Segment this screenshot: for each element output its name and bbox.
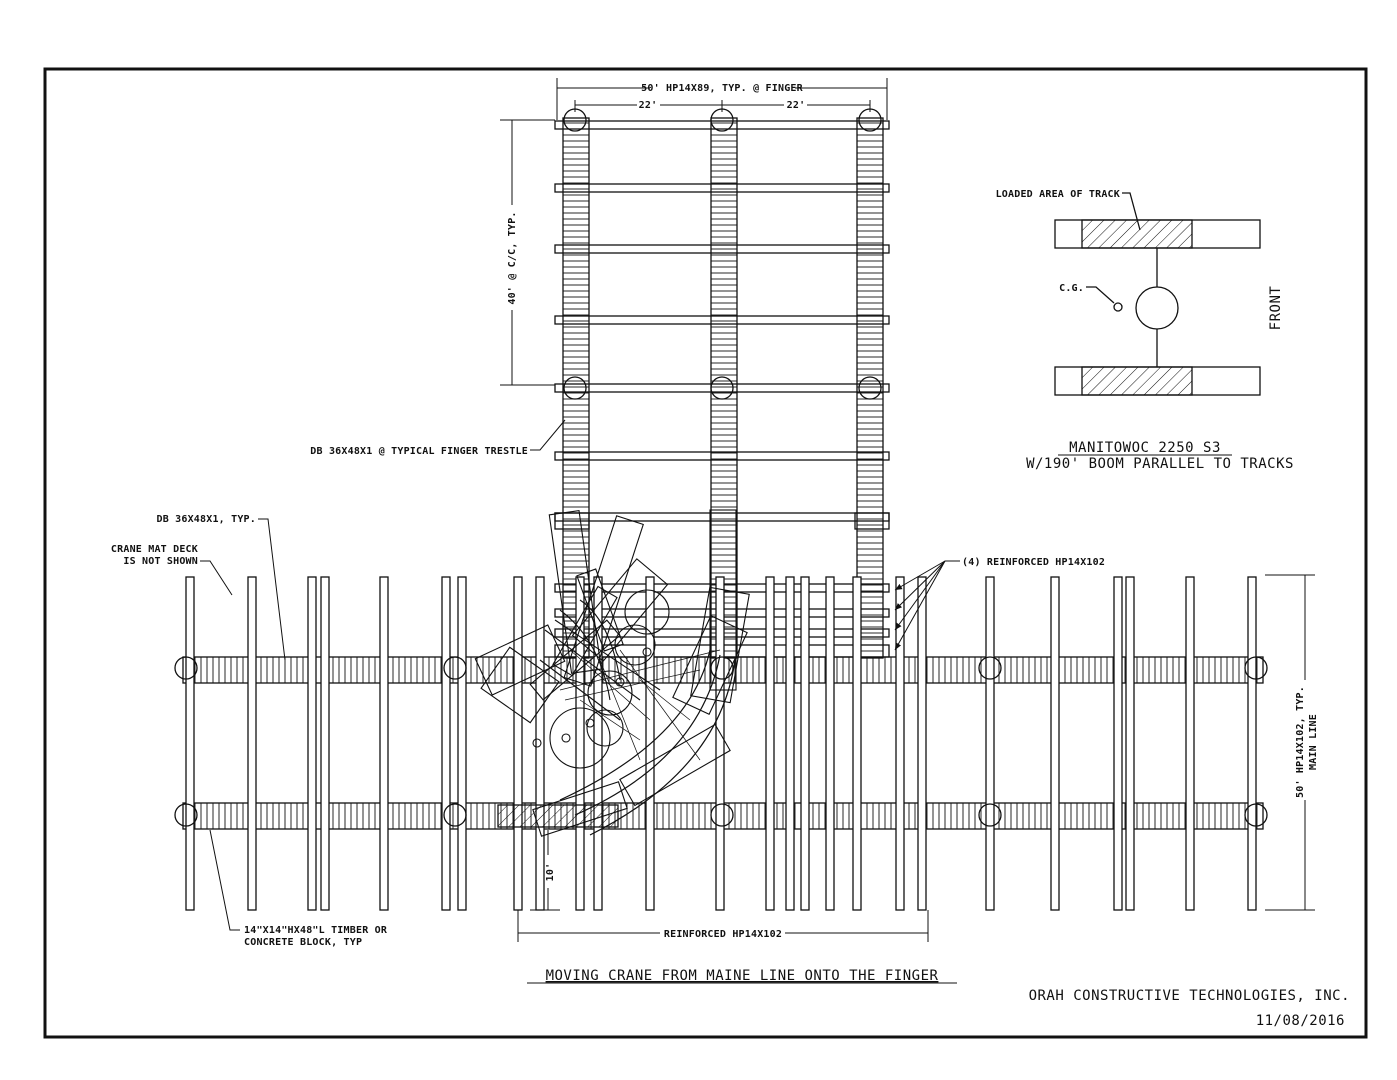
pile-circle [563,376,587,400]
main-line-pile-cap [379,576,389,911]
timber-label-2: CONCRETE BLOCK, TYP [244,937,362,948]
main-line-pile-cap [593,576,603,911]
main-line-pile-cap [185,576,195,911]
finger-pile-cap [554,451,890,461]
main-line-pile-cap [457,576,467,911]
finger-pile-cap [554,315,890,325]
pile-circle [710,656,734,680]
main-line-pile-cap [825,576,835,911]
timber-label-1: 14"X14"HX48"L TIMBER OR [244,925,388,936]
pile-circle [710,803,734,827]
finger-spacing-left: 22' [639,100,658,111]
pile-circle [858,376,882,400]
finger-trestle [554,108,890,659]
pile-circle [443,656,467,680]
pile-circle [174,803,198,827]
main-line-pile-cap [715,576,725,911]
main-line-pile-cap [1050,576,1060,911]
main-line-pile-cap [247,576,257,911]
main-line-pile-cap [1125,576,1135,911]
pile-circle [174,656,198,680]
front-label: FRONT [1268,286,1284,331]
main-line-pile-cap [765,576,775,911]
pile-circle [443,803,467,827]
finger-pile-cap [554,383,890,393]
main-line-pile-cap [320,576,330,911]
finger-girder [562,117,590,659]
pile-circle [978,656,1002,680]
cg-label: C.G. [1059,283,1084,294]
finger-pile-cap [554,183,890,193]
pile-circle [710,376,734,400]
finger-trestle-label: DB 36X48X1 @ TYPICAL FINGER TRESTLE [310,446,528,457]
drawing-date: 11/08/2016 [1256,1013,1345,1029]
loaded-area-label: LOADED AREA OF TRACK [996,189,1120,200]
pile-circle [1244,803,1268,827]
pile-circle [978,803,1002,827]
db-typ-label: DB 36X48X1, TYP. [156,514,256,525]
finger-length-dim: 40' @ C/C, TYP. [507,211,518,304]
finger-spacing-right: 22' [787,100,806,111]
company-name: ORAH CONSTRUCTIVE TECHNOLOGIES, INC. [1029,988,1350,1004]
drawing-title: MOVING CRANE FROM MAINE LINE ONTO THE FI… [546,968,939,984]
timber-block [497,804,619,828]
crane-mat-label-2: IS NOT SHOWN [123,556,198,567]
main-line-pile-cap [895,576,905,911]
offset-dim: 10' [545,863,556,882]
finger-pile-cap [554,244,890,254]
crane-detail [1054,192,1261,396]
main-line-pile-cap [785,576,795,911]
main-line-pile-cap [985,576,995,911]
finger-block [554,512,590,530]
reinforced-piles-label: (4) REINFORCED HP14X102 [962,557,1105,568]
main-line-dim-1: 50' HP14X102, TYP. [1295,686,1306,798]
finger-width-dim: 50' HP14X89, TYP. @ FINGER [641,83,804,94]
sheet-border [43,67,1368,1039]
main-line-dim-2: MAIN LINE [1308,714,1319,770]
crane-path-sketch [474,509,750,837]
main-line-pile-cap [307,576,317,911]
finger-dimensions [500,78,1315,942]
main-line [174,576,1268,911]
main-line-pile-cap [852,576,862,911]
finger-block [854,512,890,530]
main-line-pile-cap [1113,576,1123,911]
reinforced-bottom-dim: REINFORCED HP14X102 [664,929,782,940]
main-line-pile-cap [575,576,585,911]
main-line-pile-cap [1247,576,1257,911]
leader-lines [200,419,960,931]
finger-pile-cap [554,120,890,130]
boom-note: W/190' BOOM PARALLEL TO TRACKS [1026,456,1294,472]
main-line-pile-cap [917,576,927,911]
crane-model: MANITOWOC 2250 S3 [1069,440,1221,456]
main-line-pile-cap [1185,576,1195,911]
pile-circle [1244,656,1268,680]
main-line-pile-cap [513,576,523,911]
crane-mat-label-1: CRANE MAT DECK [111,544,198,555]
main-line-pile-cap [441,576,451,911]
main-line-pile-cap [800,576,810,911]
